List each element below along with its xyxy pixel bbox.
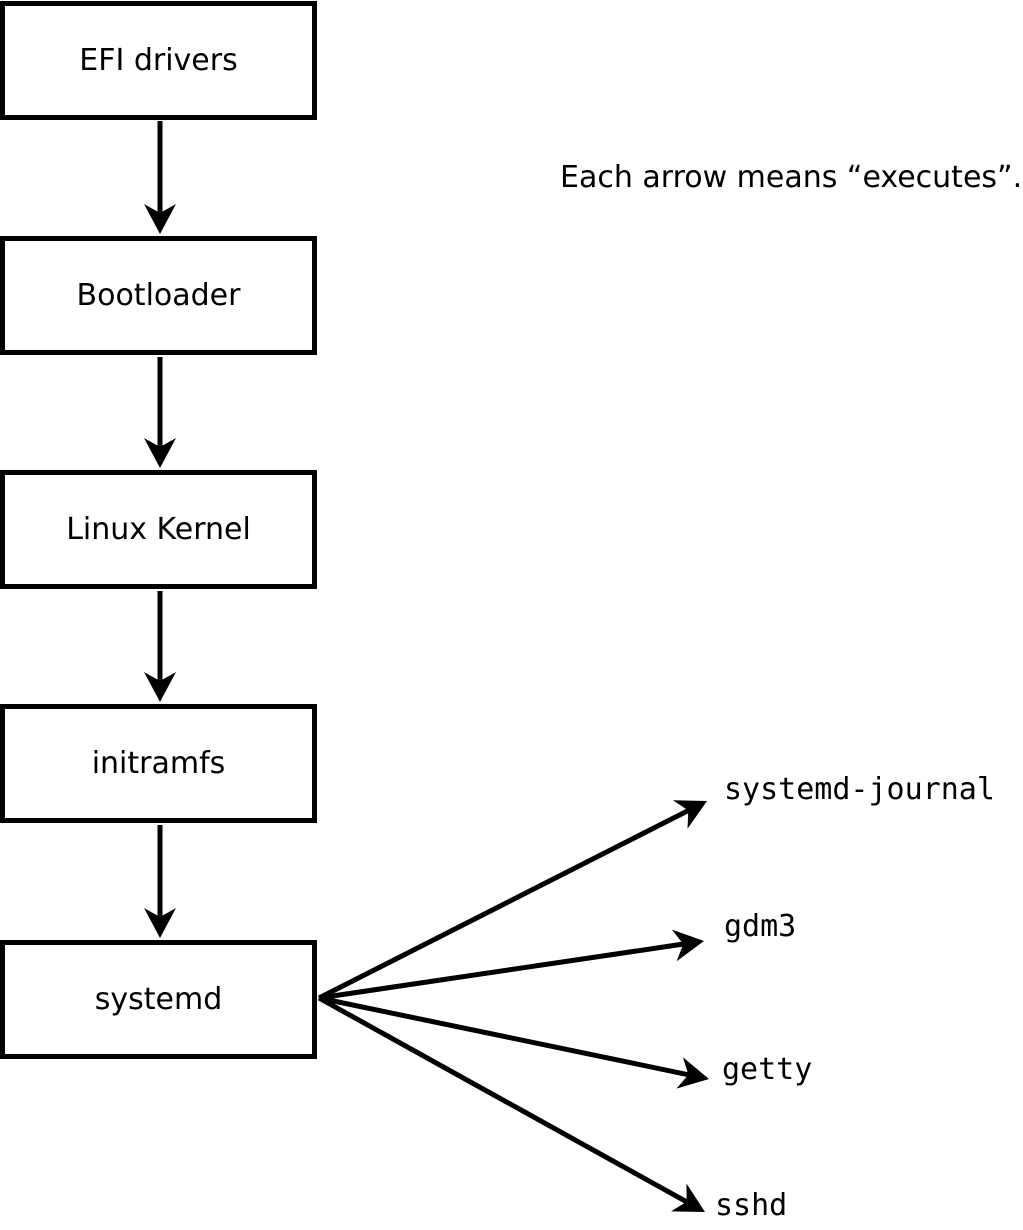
caption: Each arrow means “executes”.: [560, 160, 1023, 195]
arrow-systemd-to-sshd: [317, 995, 690, 1205]
node-initramfs: initramfs: [0, 704, 317, 823]
arrow-systemd-to-getty: [318, 995, 691, 1078]
process-label-getty: getty: [722, 1052, 813, 1087]
node-linux-kernel-label: Linux Kernel: [66, 511, 251, 547]
arrowhead-initramfs-to-systemd: [144, 908, 176, 938]
node-bootloader: Bootloader: [0, 236, 317, 355]
arrowhead-systemd-to-getty: [676, 1057, 709, 1089]
process-label-gdm3: gdm3: [724, 909, 797, 944]
arrowhead-systemd-to-sshd: [671, 1183, 705, 1212]
node-efi-drivers: EFI drivers: [0, 1, 317, 120]
arrowhead-systemd-to-systemd-journal: [673, 800, 707, 829]
arrowhead-bootloader-to-linux-kernel: [144, 438, 176, 468]
node-systemd: systemd: [0, 940, 317, 1059]
process-label-systemd-journal: systemd-journal: [724, 772, 995, 807]
node-linux-kernel: Linux Kernel: [0, 470, 317, 589]
arrow-systemd-to-gdm3: [318, 941, 686, 1001]
arrowhead-systemd-to-gdm3: [672, 929, 704, 962]
node-bootloader-label: Bootloader: [76, 277, 241, 313]
process-label-sshd: sshd: [715, 1188, 788, 1223]
node-initramfs-label: initramfs: [91, 745, 226, 781]
arrowhead-linux-kernel-to-initramfs: [144, 672, 176, 702]
arrow-systemd-to-systemd-journal: [317, 807, 692, 1001]
arrowhead-efi-drivers-to-bootloader: [144, 204, 176, 234]
node-systemd-label: systemd: [94, 981, 223, 1017]
node-efi-drivers-label: EFI drivers: [79, 42, 238, 78]
